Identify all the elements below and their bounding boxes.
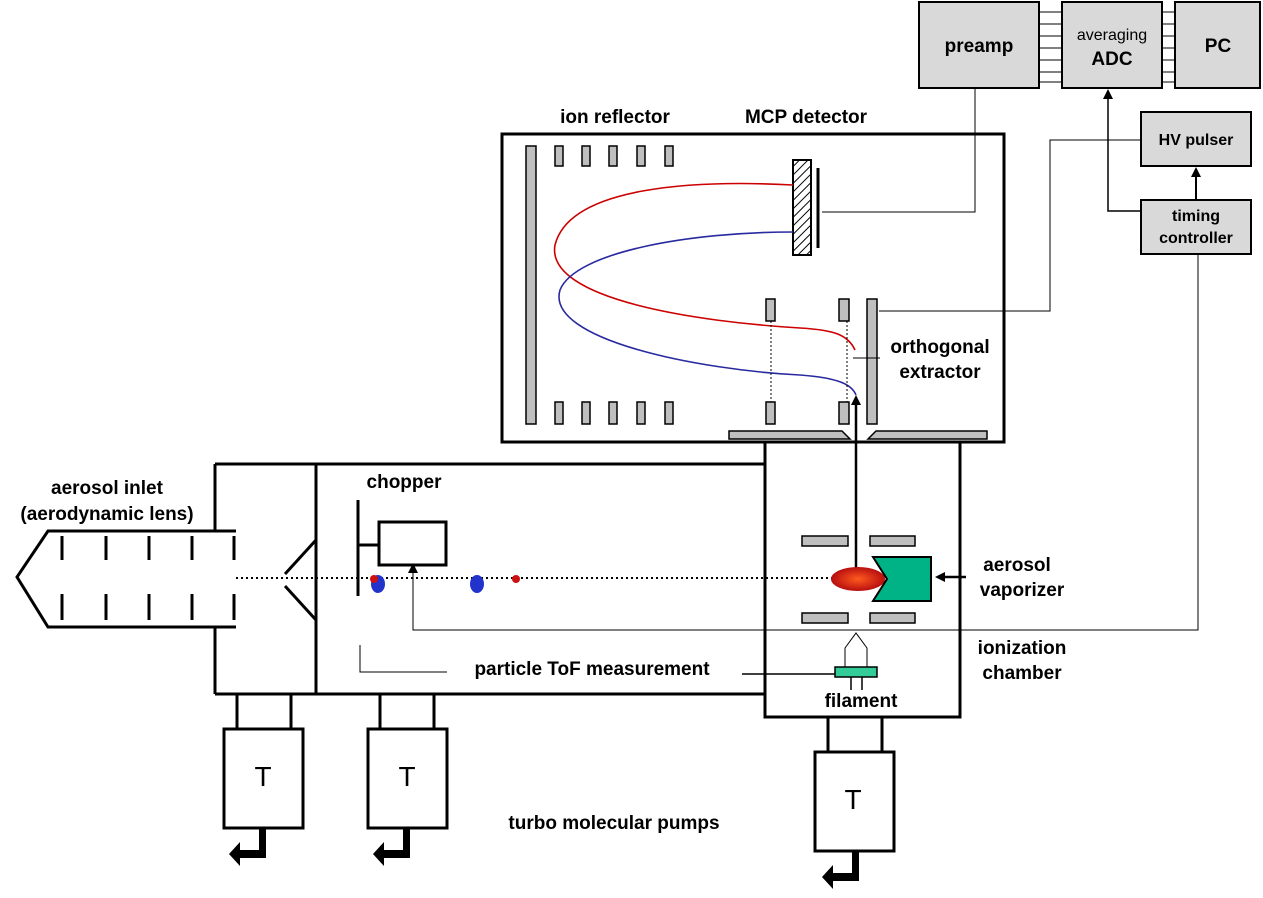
- turbo-pumps-caption: turbo molecular pumps: [508, 813, 719, 834]
- ionization-chamber: aerosol vaporizer ionization chamber fil…: [763, 395, 1067, 719]
- pump-2-exhaust-icon: [373, 828, 410, 866]
- turbo-pump-2: T: [366, 694, 449, 866]
- ionization-label-line2: chamber: [982, 663, 1062, 684]
- ionization-label-line1: ionization: [978, 638, 1067, 659]
- adc-pc-bus: [1162, 11, 1175, 83]
- filament-label: filament: [825, 691, 899, 712]
- timing-to-chopper-wire: [412, 254, 1199, 631]
- particle-small-2: [512, 575, 520, 583]
- timing-controller-box: [1140, 199, 1252, 255]
- ion-reflector-label: ion reflector: [560, 107, 670, 128]
- pc-box: [1174, 1, 1261, 89]
- turbo-pump-1: T: [222, 694, 305, 866]
- skimmer-upper: [283, 538, 318, 576]
- reflector-electrodes-bottom: [554, 401, 674, 425]
- aerosol-inlet-label-line2: (aerodynamic lens): [20, 504, 193, 525]
- ion-path-blue: [558, 231, 857, 396]
- electronics-group: preamp averaging ADC PC HV pulser: [408, 1, 1261, 631]
- hv-pulser-label: HV pulser: [1159, 132, 1234, 149]
- inlet-section: aerosol inlet (aerodynamic lens) chopper: [15, 462, 835, 696]
- pump-3-exhaust-icon: [822, 851, 859, 889]
- orthogonal-extractor-plate: [866, 298, 878, 425]
- ion-path-red: [554, 182, 856, 351]
- adc-label: ADC: [1091, 49, 1132, 70]
- pump-1-exhaust-icon: [229, 828, 266, 866]
- pump-2-label: T: [398, 761, 415, 792]
- preamp-box: [918, 1, 1040, 89]
- aerosol-vaporizer: [871, 556, 932, 602]
- reflector-electrodes-top: [554, 145, 674, 167]
- pump-1-body: [222, 727, 305, 830]
- pump-1-label: T: [254, 761, 271, 792]
- filament-wire: [844, 632, 868, 670]
- hv-pulser-box: [1140, 111, 1252, 167]
- chopper-label: chopper: [367, 472, 443, 493]
- timing-label-line1: timing: [1172, 208, 1220, 225]
- ionization-chamber-wall: [763, 442, 962, 719]
- entrance-slit-plate-left: [728, 430, 852, 440]
- timing-label-line2: controller: [1159, 230, 1233, 247]
- particle-large-2: [470, 575, 484, 593]
- skimmer-lower: [283, 584, 318, 622]
- turbo-pump-3: T: [813, 717, 896, 889]
- ion-optics-plate-lr: [869, 612, 916, 624]
- adc-box: [1061, 1, 1163, 89]
- lens-apertures: [60, 536, 236, 620]
- pumps-group: T T T turbo molecular pumps: [222, 694, 896, 889]
- mcp-detector: [792, 159, 812, 256]
- mcp-detector-label: MCP detector: [745, 107, 868, 128]
- chopper-motor-box: [377, 520, 448, 567]
- vaporizer-label-line2: vaporizer: [980, 580, 1065, 601]
- pc-label: PC: [1205, 36, 1232, 57]
- extraction-grid-electrodes: [765, 298, 850, 425]
- filament: [834, 666, 878, 678]
- adc-top-label: averaging: [1077, 27, 1147, 44]
- entrance-slit-plate-right: [866, 430, 988, 440]
- ion-optics-plate-ur: [869, 535, 916, 547]
- pump-3-label: T: [844, 784, 861, 815]
- ion-optics-plate-ll: [801, 612, 849, 624]
- particle-tof-bracket-left: [359, 645, 447, 673]
- vaporizer-label-line1: aerosol: [983, 555, 1051, 576]
- aerosol-inlet-label-line1: aerosol inlet: [51, 478, 164, 499]
- hv-to-extractor-wire: [879, 139, 1141, 312]
- particle-small-1: [370, 575, 378, 583]
- mcp-to-preamp-wire: [822, 88, 976, 213]
- orthogonal-label-line1: orthogonal: [890, 337, 989, 358]
- tof-chamber: ion reflector MCP detector: [500, 107, 1006, 444]
- ion-optics-plate-ul: [801, 535, 849, 547]
- tof-chamber-wall: [500, 132, 1006, 444]
- aerodynamic-lens-body: [15, 529, 236, 629]
- vaporization-plume: [831, 567, 885, 591]
- preamp-adc-bus: [1039, 11, 1062, 83]
- particle-tof-label: particle ToF measurement: [474, 659, 710, 680]
- preamp-label: preamp: [945, 36, 1014, 57]
- timing-to-adc-arrow: [1103, 89, 1141, 212]
- chopper-sync-arrowhead: [408, 563, 418, 573]
- reflector-back-plate: [525, 145, 537, 425]
- orthogonal-label-line2: extractor: [899, 362, 981, 383]
